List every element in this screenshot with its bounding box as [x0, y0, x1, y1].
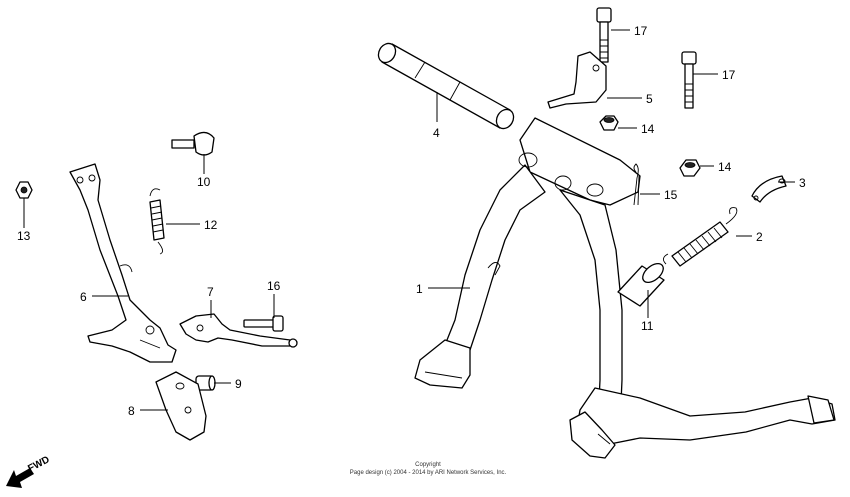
nut-14-upper — [599, 115, 619, 131]
part-label-17-right: 17 — [722, 68, 736, 82]
part-label-9: 9 — [235, 377, 242, 391]
forward-label: FWD — [26, 454, 51, 474]
part-label-5: 5 — [646, 92, 653, 106]
forward-arrow-icon — [6, 468, 34, 488]
part-label-14-right: 14 — [718, 160, 732, 174]
switch-bracket — [155, 371, 207, 441]
bolt-17-right — [681, 51, 697, 109]
side-stand-spring — [149, 188, 165, 255]
bracket — [547, 51, 607, 109]
part-label-3: 3 — [799, 176, 806, 190]
part-label-8: 8 — [128, 404, 135, 418]
bolt-17-upper — [596, 7, 612, 63]
part-label-1: 1 — [416, 282, 423, 296]
part-label-16: 16 — [267, 279, 281, 293]
nut-13 — [15, 181, 33, 199]
pivot-tube — [377, 42, 515, 130]
copyright-line-1: Copyright — [415, 462, 441, 468]
bolt-16 — [243, 315, 284, 332]
part-label-4: 4 — [433, 126, 440, 140]
main-stand — [414, 117, 836, 459]
bracket-arm — [179, 313, 298, 348]
part-label-15: 15 — [664, 188, 678, 202]
part-label-6: 6 — [80, 290, 87, 304]
part-label-10: 10 — [197, 175, 211, 189]
nut-14-right — [679, 159, 701, 177]
part-label-13: 13 — [17, 229, 31, 243]
copyright-line-2: Page design (c) 2004 - 2014 by ARI Netwo… — [350, 470, 507, 476]
part-label-11: 11 — [641, 319, 654, 333]
part-label-17-upper: 17 — [634, 24, 648, 38]
pivot-bolt-10 — [171, 131, 215, 156]
side-stand — [69, 163, 177, 363]
stand-spring — [663, 207, 738, 267]
part-label-12: 12 — [204, 218, 218, 232]
part-label-7: 7 — [207, 285, 214, 299]
spring-collar — [751, 175, 787, 203]
part-label-2: 2 — [756, 230, 763, 244]
part-label-14-upper: 14 — [641, 122, 655, 136]
forward-direction-indicator: FWD — [6, 454, 52, 488]
sleeve — [617, 262, 665, 307]
leader-lines — [23, 29, 795, 411]
cotter-pin — [633, 163, 640, 206]
